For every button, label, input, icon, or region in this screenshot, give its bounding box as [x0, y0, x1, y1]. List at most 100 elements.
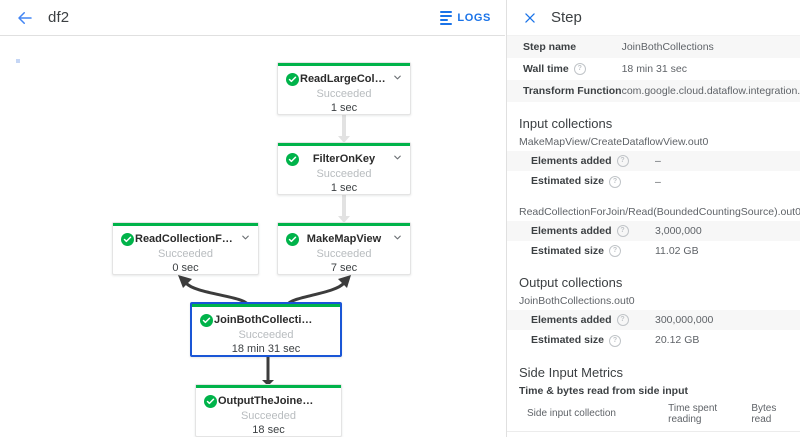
table-header-row: Side input collection Time spent reading…	[507, 402, 800, 432]
column-header-time-spent-reading: Time spent reading	[668, 402, 752, 432]
node-status-bar	[278, 63, 410, 66]
node-time: 7 sec	[330, 262, 358, 274]
table-row: Elements added? 3,000,000	[507, 220, 800, 241]
metric-value: 3,000,000	[655, 220, 800, 241]
metric-key-label: Estimated size	[531, 244, 604, 257]
node-status: Succeeded	[316, 88, 372, 100]
section-heading: Side Input Metrics	[519, 364, 624, 380]
node-name: OutputTheJoinedCollec…	[218, 395, 341, 407]
node-time: 18 min 31 sec	[231, 343, 301, 355]
graph-node-read-collection-for-join[interactable]: ReadCollectionForJoin Succeeded 0 sec	[112, 222, 259, 275]
output-collections-section: Output collections JoinBothCollections.o…	[507, 275, 800, 350]
metric-key: Estimated size?	[507, 330, 655, 350]
metric-value: –	[655, 151, 800, 172]
section-heading: Output collections	[519, 275, 623, 291]
step-summary-table: Step name JoinBothCollections Wall time?…	[507, 36, 800, 103]
metric-key: Elements added?	[507, 220, 655, 241]
graph-node-filter-on-key[interactable]: FilterOnKey Succeeded 1 sec	[277, 142, 411, 195]
collection-metrics-table: Elements added? 300,000,000 Estimated si…	[507, 310, 800, 350]
summary-value: JoinBothCollections	[621, 36, 800, 58]
logs-icon	[440, 10, 453, 25]
graph-node-join-both-collections[interactable]: JoinBothCollections Succeeded 18 min 31 …	[190, 302, 342, 357]
job-graph-canvas[interactable]: ReadLargeCollectionFr… Succeeded 1 sec F…	[0, 36, 505, 437]
graph-node-make-map-view[interactable]: MakeMapView Succeeded 7 sec	[277, 222, 411, 275]
node-status: Succeeded	[316, 168, 372, 180]
table-row: Estimated size? 11.02 GB	[507, 241, 800, 261]
table-row: Elements added? 300,000,000	[507, 310, 800, 331]
success-check-icon	[286, 233, 299, 246]
node-status-bar	[278, 223, 410, 226]
summary-key: Transform Function	[507, 80, 622, 103]
back-arrow-icon[interactable]	[8, 1, 42, 35]
chevron-down-icon[interactable]	[392, 72, 403, 83]
metric-key-label: Estimated size	[531, 175, 604, 188]
step-details-panel: Step Step name JoinBothCollections Wall …	[506, 0, 800, 437]
collection-metrics-table: Elements added? – Estimated size? –	[507, 151, 800, 191]
panel-body: Step name JoinBothCollections Wall time?…	[507, 36, 800, 437]
metric-key: Elements added?	[507, 310, 655, 331]
metric-key-label: Estimated size	[531, 334, 604, 347]
job-title: df2	[48, 9, 70, 26]
collection-name: ReadCollectionForJoin/Read(BoundedCounti…	[519, 205, 800, 218]
metric-key: Estimated size?	[507, 171, 655, 191]
node-status-bar	[113, 223, 258, 226]
metric-key: Estimated size?	[507, 241, 655, 261]
summary-key: Wall time?	[507, 58, 622, 80]
table-row: Transform Function com.google.cloud.data…	[507, 80, 800, 103]
node-status-bar	[196, 385, 341, 388]
panel-header: Step	[507, 0, 800, 36]
help-icon[interactable]: ?	[608, 245, 621, 258]
top-bar: df2 LOGS	[0, 0, 505, 36]
metric-key-label: Elements added	[531, 224, 612, 237]
panel-title: Step	[551, 9, 582, 26]
metric-value: 11.02 GB	[655, 244, 699, 257]
summary-value: 18 min 31 sec	[621, 63, 687, 75]
table-row: Estimated size? 20.12 GB	[507, 330, 800, 350]
collection-metrics-table: Elements added? 3,000,000 Estimated size…	[507, 220, 800, 261]
help-icon[interactable]: ?	[573, 63, 586, 76]
section-subheading: Time & bytes read from side input	[519, 384, 689, 397]
chevron-down-icon[interactable]	[392, 152, 403, 163]
table-row: Wall time? 18 min 31 sec	[507, 58, 800, 80]
help-icon[interactable]: ?	[608, 175, 621, 188]
help-icon[interactable]: ?	[616, 155, 629, 168]
side-input-table: Side input collection Time spent reading…	[507, 402, 800, 437]
node-status: Succeeded	[316, 248, 372, 260]
metric-key-label: Elements added	[531, 155, 612, 168]
logs-button[interactable]: LOGS	[440, 10, 491, 25]
node-time: 18 sec	[252, 424, 285, 436]
time-spent-reading-cell: 10 min 3 sec	[668, 431, 752, 437]
bytes-read-cell: 10.14 GB	[751, 431, 800, 437]
logs-button-label: LOGS	[457, 11, 491, 24]
success-check-icon	[286, 73, 299, 86]
side-input-metrics-section: Side Input Metrics Time & bytes read fro…	[507, 365, 800, 437]
success-check-icon	[121, 233, 134, 246]
graph-node-output-the-joined-collection[interactable]: OutputTheJoinedCollec… Succeeded 18 sec	[195, 384, 342, 437]
node-time: 1 sec	[330, 182, 358, 194]
side-input-collection-cell: MakeMapView/CreateDataflow View.out0	[507, 431, 669, 437]
node-status-bar	[278, 143, 410, 146]
column-header-bytes-read: Bytes read	[751, 402, 800, 432]
chevron-down-icon[interactable]	[392, 232, 403, 243]
node-status-bar	[192, 304, 340, 307]
metric-value: –	[655, 175, 661, 188]
metric-key-label: Elements added	[531, 314, 612, 327]
help-icon[interactable]: ?	[608, 334, 621, 347]
node-name: ReadCollectionForJoin	[135, 233, 256, 245]
node-time: 0 sec	[172, 262, 199, 274]
node-status: Succeeded	[238, 329, 294, 341]
success-check-icon	[204, 395, 217, 408]
metric-value: 300,000,000	[655, 310, 800, 331]
metric-value: 20.12 GB	[655, 334, 700, 347]
help-icon[interactable]: ?	[616, 314, 629, 327]
close-icon[interactable]	[515, 3, 545, 33]
help-icon[interactable]: ?	[616, 224, 629, 237]
graph-node-read-large-collection[interactable]: ReadLargeCollectionFr… Succeeded 1 sec	[277, 62, 411, 115]
chevron-down-icon[interactable]	[240, 232, 251, 243]
table-row: MakeMapView/CreateDataflow View.out0 10 …	[507, 431, 800, 437]
collection-name: MakeMapView/CreateDataflowView.out0	[519, 136, 709, 149]
node-time: 1 sec	[330, 102, 358, 114]
input-collections-section: Input collections MakeMapView/CreateData…	[507, 116, 800, 261]
table-row: Estimated size? –	[507, 171, 800, 191]
